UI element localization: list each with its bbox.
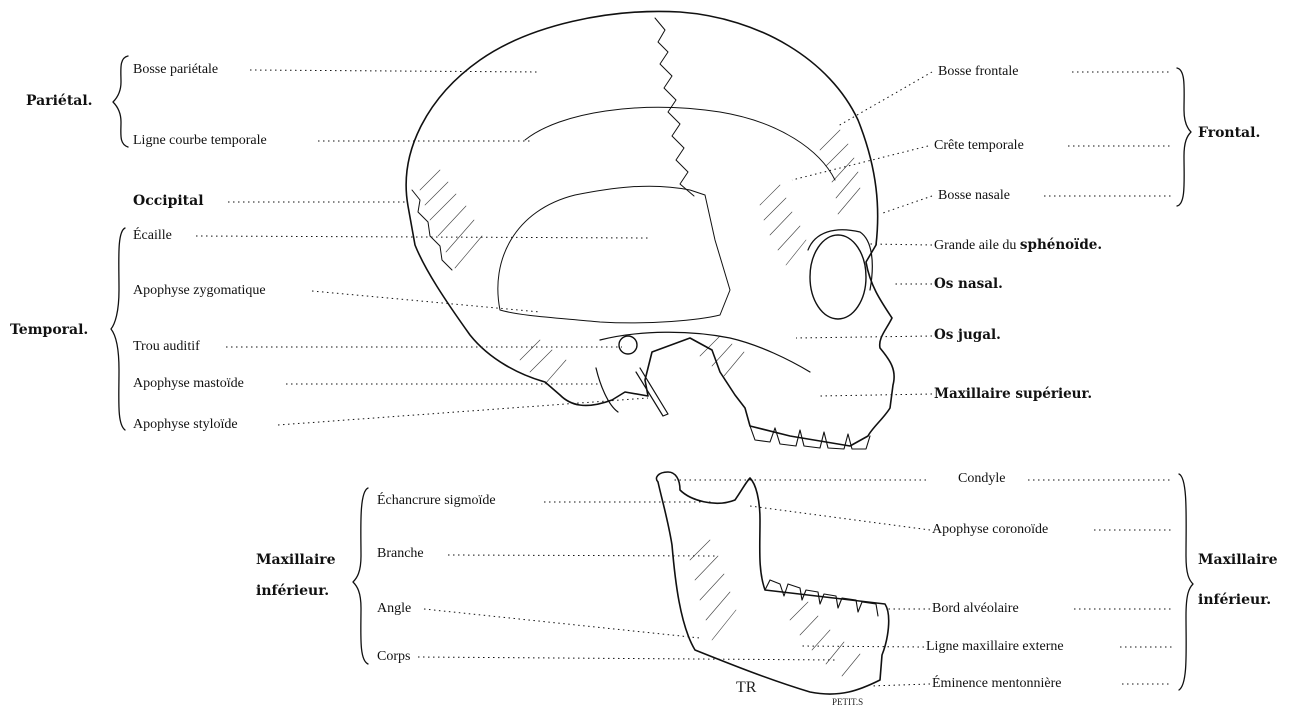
group-occipital: Occipital xyxy=(133,192,204,210)
leader-grande-aile xyxy=(870,244,932,245)
orbit-rim xyxy=(808,230,872,290)
group-parietal: Pariétal. xyxy=(26,92,93,110)
label-apophyse-mastoide: Apophyse mastoïde xyxy=(133,376,244,392)
group-maxinf-right-line1: Maxillaire xyxy=(1198,551,1278,569)
label-echancrure-sigmoide: Échancrure sigmoïde xyxy=(377,493,496,509)
bracket-frontal xyxy=(1177,68,1191,206)
label-branche: Branche xyxy=(377,546,424,562)
leader-ecaille xyxy=(196,236,650,238)
cranium-outline xyxy=(406,11,894,446)
auditory-meatus xyxy=(619,336,637,354)
label-bosse-parietale: Bosse pariétale xyxy=(133,62,218,78)
label-apophyse-coronoide: Apophyse coronoïde xyxy=(932,522,1048,538)
leader-angle xyxy=(424,609,700,638)
group-maxinf-left-line2: inférieur. xyxy=(256,582,329,600)
orbit xyxy=(810,235,866,319)
leader-bosse-frontale xyxy=(838,72,932,126)
leader-branche xyxy=(448,555,718,556)
leader-apophyse-coronoide xyxy=(750,506,930,530)
group-frontal: Frontal. xyxy=(1198,124,1260,142)
leader-apophyse-styloide xyxy=(278,398,648,425)
leader-maxillaire-superieur xyxy=(820,394,932,396)
styloid-process xyxy=(636,368,668,416)
label-apophyse-zygomatique: Apophyse zygomatique xyxy=(133,283,266,299)
label-bosse-frontale: Bosse frontale xyxy=(938,64,1018,80)
label-grande-aile-bold: sphénoïde. xyxy=(1020,237,1102,253)
label-trou-auditif: Trou auditif xyxy=(133,339,200,355)
leader-corps xyxy=(418,657,838,660)
mastoid-process xyxy=(596,368,618,412)
bracket-maxinf-left xyxy=(353,488,368,664)
group-temporal: Temporal. xyxy=(10,321,88,339)
label-grande-aile-prefix: Grande aile du xyxy=(934,238,1020,253)
label-ligne-maxillaire-externe: Ligne maxillaire externe xyxy=(926,639,1064,655)
leader-ligne-maxillaire xyxy=(800,646,924,647)
label-crete-temporale: Crête temporale xyxy=(934,138,1024,154)
label-ecaille: Écaille xyxy=(133,228,172,244)
zygomatic-arch xyxy=(600,332,810,372)
engraver-signature: PETIT.S xyxy=(832,697,863,707)
label-os-jugal: Os jugal. xyxy=(934,326,1001,344)
label-os-nasal: Os nasal. xyxy=(934,275,1003,293)
temporal-squama xyxy=(498,186,730,323)
label-bosse-nasale: Bosse nasale xyxy=(938,188,1010,204)
label-ligne-courbe-temporale: Ligne courbe temporale xyxy=(133,133,267,149)
label-grande-aile: Grande aile du sphénoïde. xyxy=(934,237,1102,254)
bracket-temporal xyxy=(111,228,125,430)
label-maxillaire-superieur: Maxillaire supérieur. xyxy=(934,385,1092,403)
leader-bosse-nasale xyxy=(880,196,932,214)
label-eminence-mentonniere: Éminence mentonnière xyxy=(932,676,1061,692)
label-corps: Corps xyxy=(377,649,410,665)
label-apophyse-styloide: Apophyse styloïde xyxy=(133,417,238,433)
group-maxinf-left-line1: Maxillaire xyxy=(256,551,336,569)
label-bord-alveolaire: Bord alvéolaire xyxy=(932,601,1019,617)
mandible-outline xyxy=(656,472,888,694)
leader-bosse-parietale xyxy=(250,70,540,72)
leader-os-jugal xyxy=(796,336,932,338)
label-angle: Angle xyxy=(377,601,411,617)
lower-teeth xyxy=(765,580,878,616)
lambdoid-suture xyxy=(412,190,452,270)
leader-eminence xyxy=(870,684,930,686)
bracket-parietal xyxy=(113,56,128,147)
leader-apophyse-zygomatique xyxy=(312,291,540,312)
engraver-monogram: TR xyxy=(736,679,757,696)
bracket-maxinf-right xyxy=(1179,474,1193,690)
label-condyle: Condyle xyxy=(958,471,1005,487)
group-maxinf-right-line2: inférieur. xyxy=(1198,591,1271,609)
